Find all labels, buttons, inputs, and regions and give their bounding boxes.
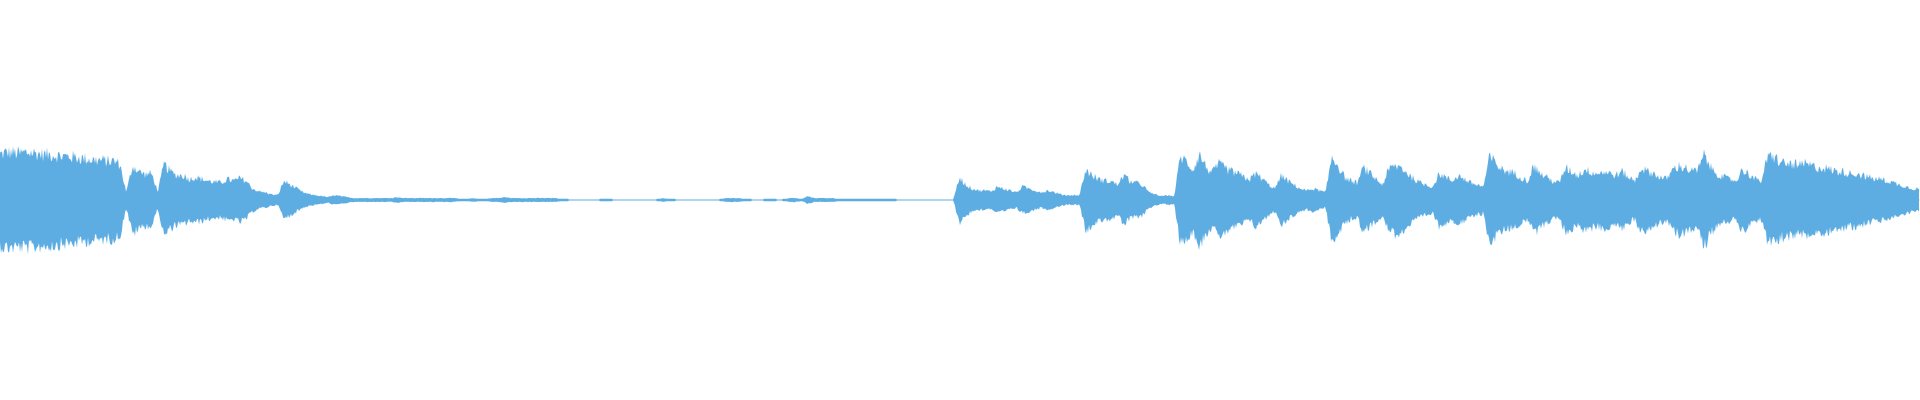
waveform-envelope	[0, 146, 1919, 255]
